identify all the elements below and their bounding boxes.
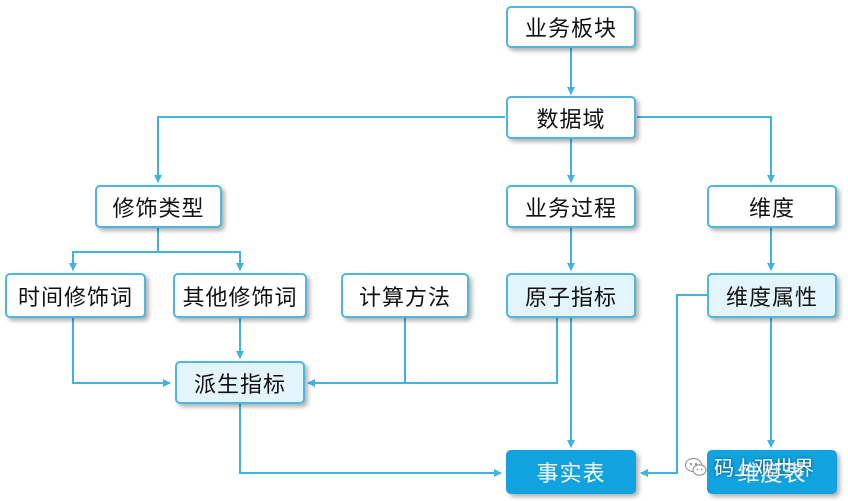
- edge-atomic-to-derived: [307, 318, 558, 387]
- node-time-modifier: 时间修饰词: [5, 273, 146, 318]
- watermark: 码上观世界: [684, 452, 814, 481]
- node-derived-metric: 派生指标: [175, 361, 305, 404]
- watermark-text: 码上观世界: [714, 456, 814, 480]
- edge-domain-to-modifier-type: [154, 116, 505, 183]
- edge-domain-to-dimension: [637, 116, 775, 183]
- node-dimension: 维度: [707, 185, 837, 228]
- node-modifier-type: 修饰类型: [95, 185, 222, 228]
- node-dimension-table: 维度表: [707, 450, 837, 494]
- node-fact-table: 事实表: [506, 450, 636, 494]
- edge-modifier-type-to-time: [69, 228, 159, 271]
- edge-derived-to-fact: [239, 404, 502, 477]
- node-business-process: 业务过程: [506, 185, 636, 228]
- node-business-segment: 业务板块: [506, 6, 636, 48]
- wechat-icon: [685, 457, 707, 476]
- node-dimension-attribute: 维度属性: [707, 273, 837, 318]
- node-other-modifier: 其他修饰词: [173, 273, 307, 318]
- edge-time-to-derived: [72, 318, 171, 387]
- node-data-domain: 数据域: [506, 96, 636, 139]
- node-calculation-method: 计算方法: [341, 273, 469, 318]
- node-atomic-metric: 原子指标: [506, 273, 636, 318]
- edge-modifier-type-to-other: [158, 251, 244, 271]
- edge-attribute-to-fact: [640, 294, 707, 477]
